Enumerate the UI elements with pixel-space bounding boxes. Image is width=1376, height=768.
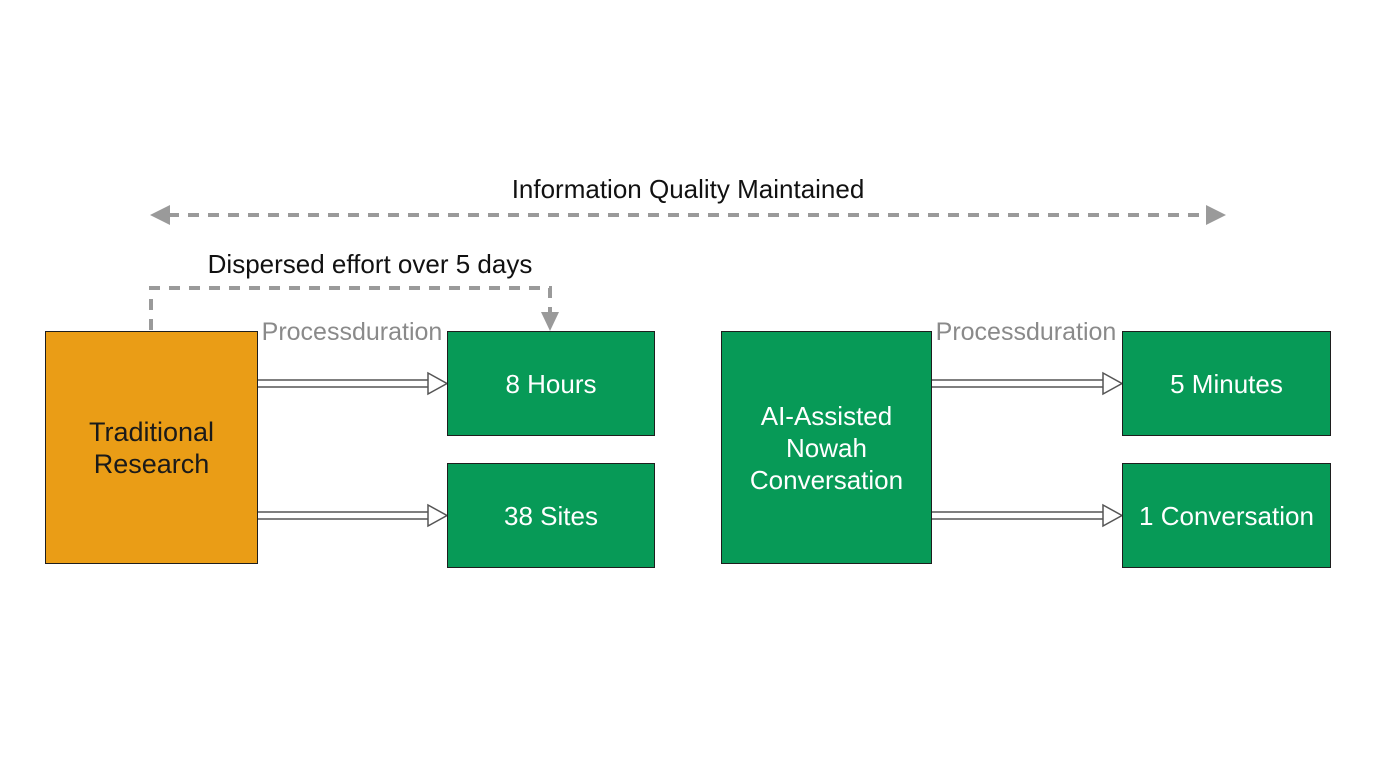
arrow-ai-to-minutes	[932, 371, 1124, 396]
effort-connector-arrowhead	[541, 312, 559, 331]
arrow-traditional-to-sites	[258, 503, 449, 528]
text-line: Process	[261, 318, 352, 346]
text-line: Nowah	[786, 432, 867, 463]
quality-span-right-arrowhead	[1206, 205, 1226, 225]
text-line: duration	[351, 318, 443, 346]
effort-label: Dispersed effort over 5 days	[207, 249, 533, 279]
text-line: duration	[1025, 318, 1117, 346]
quality-span-label: Information Quality Maintained	[511, 174, 865, 204]
text-line: AI-Assisted	[760, 400, 893, 431]
arrow-ai-to-conversation	[932, 503, 1124, 528]
ai-process-duration-label: Processduration	[926, 317, 1126, 348]
quality-span-left-arrowhead	[150, 205, 170, 225]
thirty-eight-sites-box: 38 Sites	[447, 463, 655, 568]
five-minutes-box: 5 Minutes	[1122, 331, 1331, 436]
one-conversation-box: 1 Conversation	[1122, 463, 1331, 568]
text-line: Research	[93, 448, 210, 479]
arrow-traditional-to-hours	[258, 371, 449, 396]
text-line: Traditional	[88, 416, 215, 447]
eight-hours-box: 8 Hours	[447, 331, 655, 436]
effort-connector	[149, 286, 552, 330]
traditional-process-duration-label: Processduration	[252, 317, 452, 348]
traditional-process-duration-label-text: Processduration	[252, 317, 452, 348]
text-line: Conversation	[749, 464, 904, 495]
ai-process-duration-label-text: Processduration	[926, 317, 1126, 348]
text-line: Process	[935, 318, 1026, 346]
